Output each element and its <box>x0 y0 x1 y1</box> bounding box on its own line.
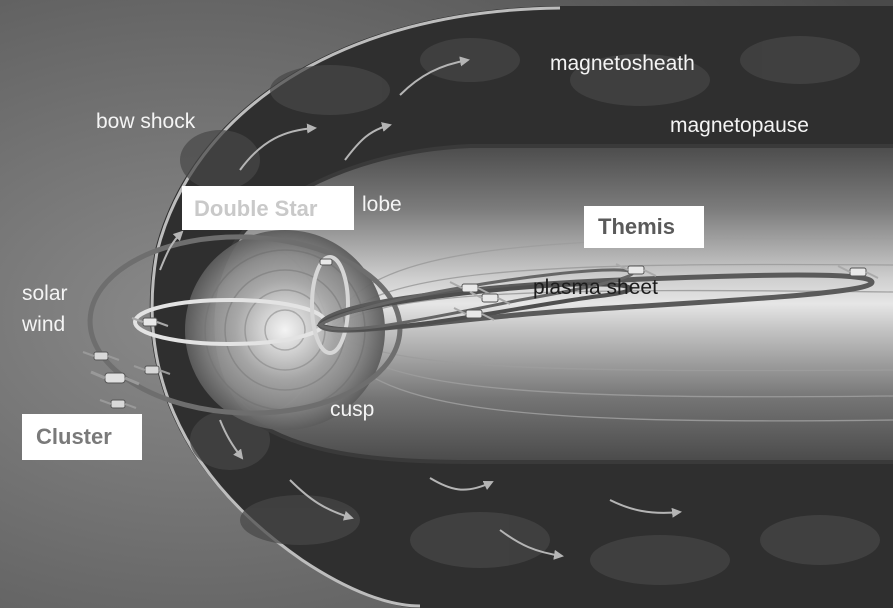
label-solar-wind-line1: solar <box>22 282 68 306</box>
label-lobe: lobe <box>362 193 402 217</box>
label-magnetosheath: magnetosheath <box>550 52 695 76</box>
mission-box-cluster: Cluster <box>22 414 142 460</box>
mission-box-themis: Themis <box>584 206 704 248</box>
label-plasma-sheet: plasma sheet <box>533 276 658 300</box>
mission-box-double-star: Double Star <box>182 186 354 230</box>
satellite-icon <box>320 259 332 265</box>
label-solar-wind-line2: wind <box>22 313 65 337</box>
label-bow-shock: bow shock <box>96 110 195 134</box>
label-cusp: cusp <box>330 398 374 422</box>
label-magnetopause: magnetopause <box>670 114 809 138</box>
